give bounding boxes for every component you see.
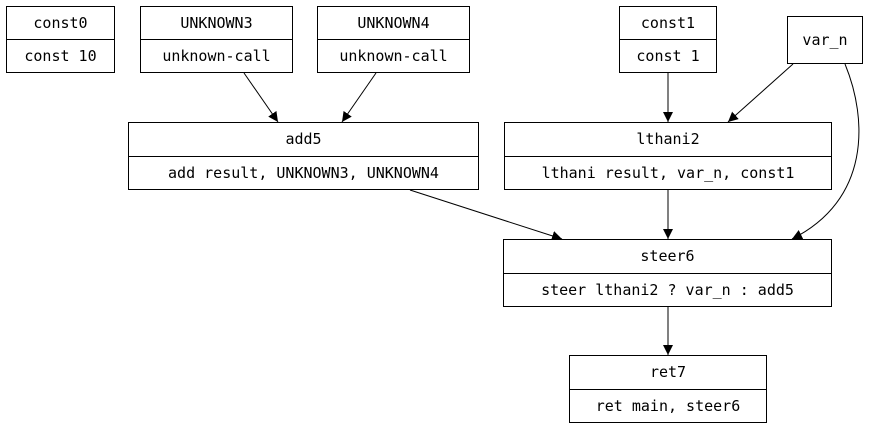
node-const0-title: const0 [33, 14, 88, 32]
node-unknown3-body: unknown-call [141, 39, 292, 72]
node-lthani2-title: lthani2 [636, 130, 700, 149]
node-ret7-title: ret7 [649, 363, 687, 382]
edge-var-n-to-steer6 [791, 63, 860, 240]
node-unknown4-body: unknown-call [318, 39, 469, 72]
node-lthani2: lthani2 lthani result, var_n, const1 [504, 122, 832, 190]
node-const1: const1 const 1 [619, 6, 717, 73]
node-lthani2-body: lthani result, var_n, const1 [505, 155, 831, 190]
node-unknown4-title: UNKNOWN4 [357, 14, 430, 32]
node-var-n: var_n [787, 16, 863, 64]
node-const0: const0 const 10 [6, 6, 115, 73]
node-unknown3-title: UNKNOWN3 [180, 14, 253, 32]
node-steer6-title: steer6 [640, 247, 695, 266]
node-var-n-title: var_n [802, 31, 848, 49]
edge-unknown3-to-add5 [243, 72, 279, 123]
node-steer6: steer6 steer lthani2 ? var_n : add5 [503, 239, 832, 307]
node-add5-body: add result, UNKNOWN3, UNKNOWN4 [129, 155, 478, 190]
node-add5-title: add5 [285, 130, 322, 149]
edge-var-n-to-lthani2 [727, 63, 794, 123]
node-const1-body: const 1 [620, 39, 716, 72]
edge-add5-to-steer6 [409, 189, 563, 241]
node-const0-body: const 10 [7, 39, 114, 72]
node-steer6-body: steer lthani2 ? var_n : add5 [504, 272, 831, 307]
node-const1-title: const1 [640, 14, 696, 32]
node-unknown4: UNKNOWN4 unknown-call [317, 6, 470, 73]
node-ret7: ret7 ret main, steer6 [569, 355, 767, 423]
node-unknown3: UNKNOWN3 unknown-call [140, 6, 293, 73]
node-add5: add5 add result, UNKNOWN3, UNKNOWN4 [128, 122, 479, 190]
edge-unknown4-to-add5 [341, 72, 377, 123]
node-ret7-body: ret main, steer6 [570, 388, 766, 423]
